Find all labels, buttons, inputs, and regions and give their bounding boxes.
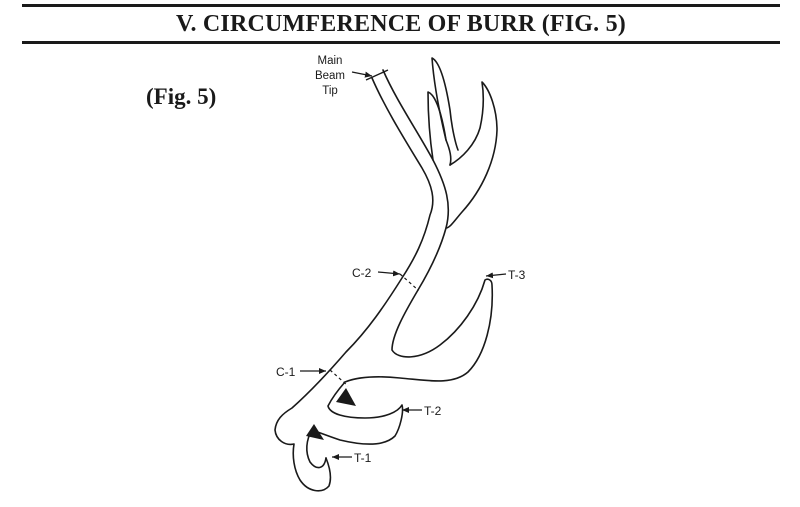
t3-label: T-3 bbox=[508, 268, 526, 282]
c1-label: C-1 bbox=[276, 365, 296, 379]
main-beam-tip-tick bbox=[365, 69, 389, 81]
t3-arrow bbox=[485, 272, 507, 279]
section-heading: V. CIRCUMFERENCE OF BURR (FIG. 5) bbox=[176, 11, 626, 37]
bottom-rule bbox=[22, 41, 780, 44]
antler-top-tine-tall bbox=[431, 57, 459, 151]
main-beam-tip-arrow bbox=[351, 71, 373, 78]
antler-tine-t3 bbox=[344, 278, 494, 383]
main-beam-tip-label-line2: Beam bbox=[315, 70, 345, 82]
c2-arrow bbox=[377, 270, 401, 277]
c1-measurement-line bbox=[329, 369, 349, 387]
burr-wedge-lower bbox=[306, 424, 324, 440]
c2-label: C-2 bbox=[352, 266, 372, 280]
antler-main-beam-left-edge bbox=[274, 77, 434, 492]
antler-tine-t1 bbox=[306, 429, 327, 469]
burr-wedge-upper bbox=[336, 388, 356, 406]
antler-top-tine-right bbox=[445, 81, 498, 229]
main-beam-tip-label-line1: Main bbox=[318, 55, 343, 67]
c2-measurement-line bbox=[399, 273, 419, 291]
t1-label: T-1 bbox=[354, 451, 372, 465]
antler-main-beam-right-edge bbox=[382, 69, 450, 291]
antler-top-tine-center bbox=[427, 91, 452, 166]
figure-label: (Fig. 5) bbox=[146, 84, 217, 109]
antler-tine-t2 bbox=[311, 381, 404, 445]
main-beam-tip-label-line3: Tip bbox=[322, 85, 338, 97]
top-rule bbox=[22, 4, 780, 7]
t2-label: T-2 bbox=[424, 404, 442, 418]
